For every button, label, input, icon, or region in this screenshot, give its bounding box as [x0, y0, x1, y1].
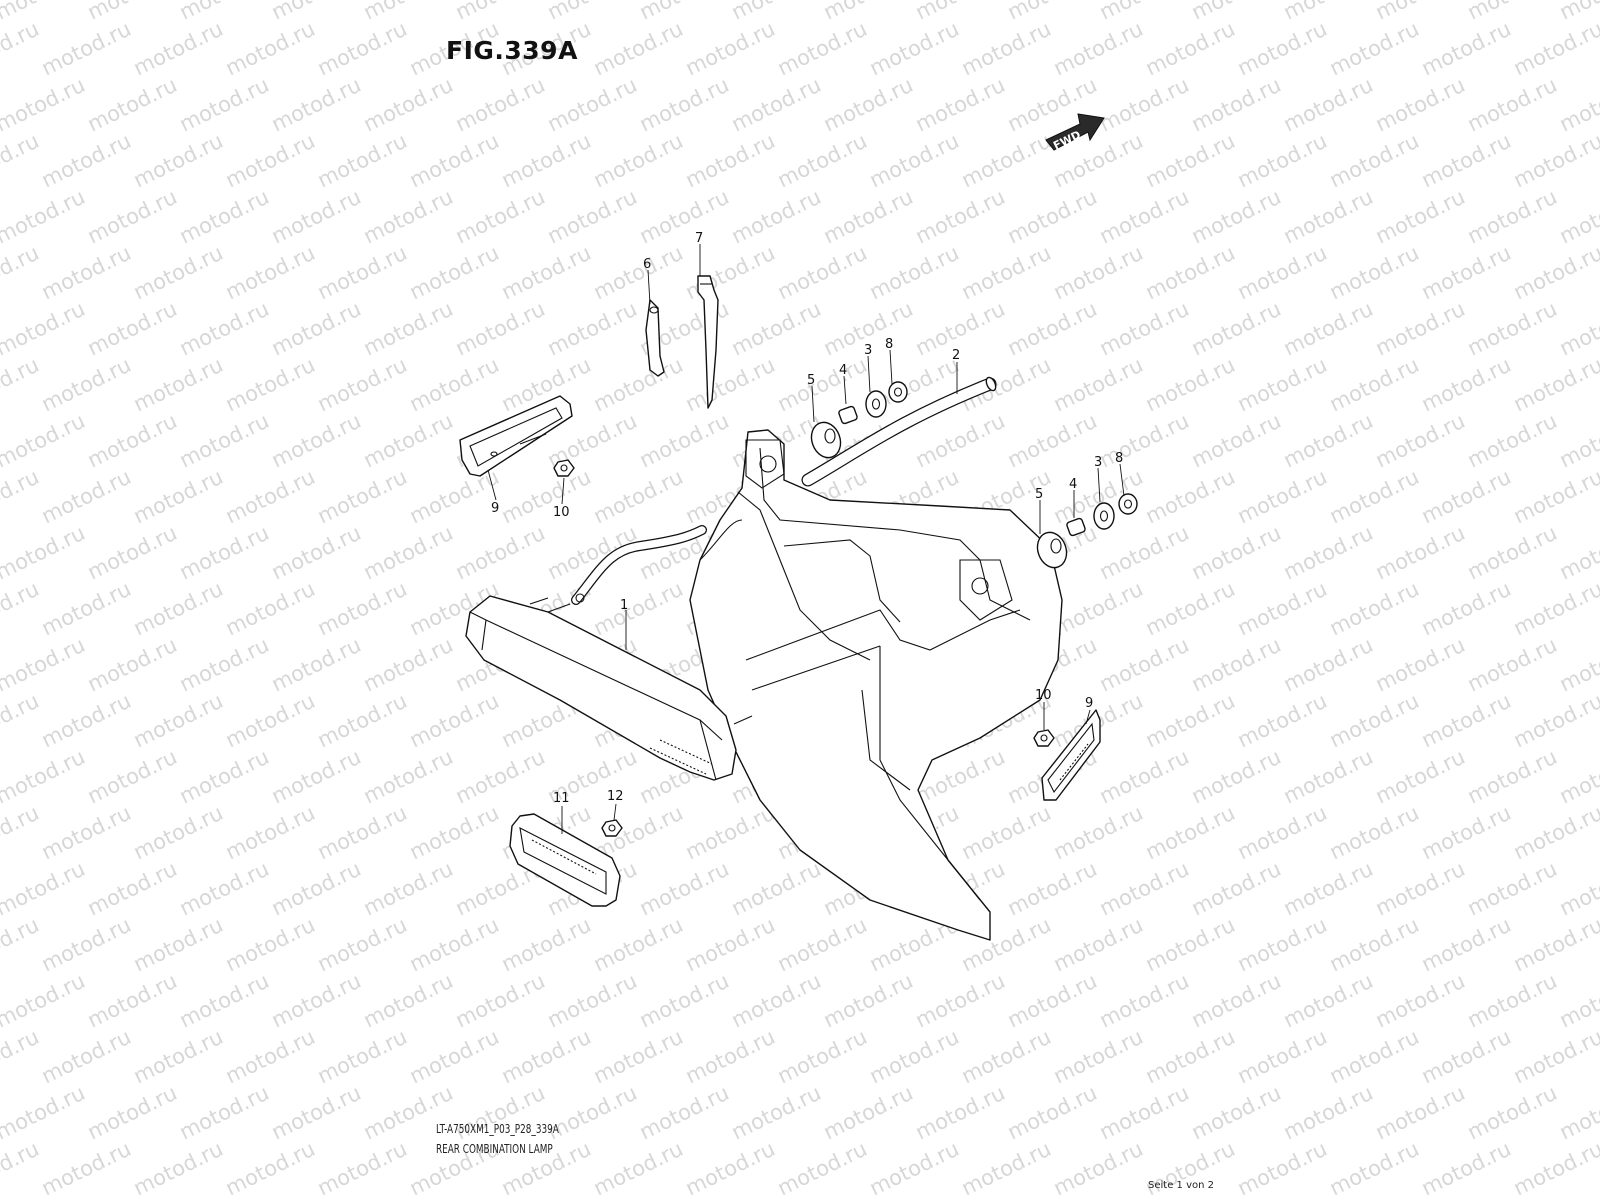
callout-12: 12 — [607, 789, 624, 804]
callout-8-lower: 8 — [1115, 451, 1123, 466]
callout-3-lower: 3 — [1094, 455, 1102, 470]
callout-11: 11 — [553, 791, 570, 806]
nut-lower-left-part-12 — [601, 819, 623, 837]
grommet-stack-lower — [1036, 493, 1138, 569]
callout-4-upper: 4 — [839, 363, 847, 378]
reflector-lower-left-part-11 — [509, 813, 621, 907]
callout-9-right: 9 — [1085, 696, 1093, 711]
page-indicator: Seite 1 von 2 — [1148, 1180, 1214, 1191]
callout-6: 6 — [643, 257, 651, 272]
lamp-wire-lead — [571, 525, 707, 605]
callout-5-upper: 5 — [807, 373, 815, 388]
callout-2: 2 — [952, 348, 960, 363]
figure-title: FIG.339A — [446, 36, 578, 65]
callout-10-right: 10 — [1035, 688, 1052, 703]
callout-9-left: 9 — [491, 501, 499, 516]
figure-name: REAR COMBINATION LAMP — [436, 1142, 553, 1156]
callout-10-left: 10 — [553, 505, 570, 520]
rear-combination-lamp-part-1 — [465, 593, 753, 781]
callout-numbers: 1 2 3 3 4 4 5 5 6 7 8 8 9 9 10 10 11 12 — [491, 231, 1123, 806]
callout-3-upper: 3 — [864, 343, 872, 358]
callout-4-lower: 4 — [1069, 477, 1077, 492]
wiring-harness-part-2 — [801, 376, 997, 487]
callout-7: 7 — [695, 231, 703, 246]
rear-frame-bracket — [689, 429, 1063, 941]
fwd-arrow-badge: FWD — [1045, 113, 1105, 152]
reflector-upper-left-part-9 — [459, 395, 573, 477]
leader-lines — [487, 244, 1125, 834]
figure-model-code: LT-A750XM1_P03_P28_339A — [436, 1122, 559, 1136]
clamp-part-6 — [645, 299, 665, 377]
callout-5-lower: 5 — [1035, 487, 1043, 502]
callout-1: 1 — [620, 598, 628, 613]
nut-upper-left-part-10 — [553, 459, 575, 477]
nut-right-part-10 — [1033, 729, 1055, 747]
cable-tie-part-7 — [697, 275, 719, 409]
grommet-stack-upper — [810, 381, 908, 459]
reflector-right-part-9 — [1041, 709, 1101, 801]
callout-8-upper: 8 — [885, 337, 893, 352]
